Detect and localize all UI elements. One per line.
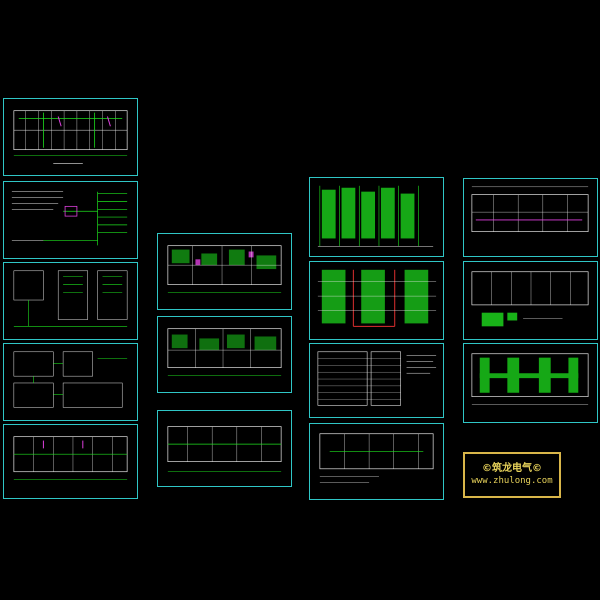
drawing-sheet-12[interactable] xyxy=(309,423,444,500)
floor-plan-drawing xyxy=(13,110,128,164)
drawing-sheet-3[interactable] xyxy=(3,262,138,340)
floor-plan-drawing xyxy=(167,426,282,472)
drawing-sheet-9[interactable] xyxy=(309,177,444,257)
floor-plan-drawing xyxy=(471,186,589,232)
floor-plan-drawing xyxy=(13,436,128,480)
drawing-sheet-4[interactable] xyxy=(3,343,138,421)
colored-floor-plan-drawing xyxy=(167,328,282,376)
drawing-sheet-7[interactable] xyxy=(157,316,292,393)
table-drawing xyxy=(317,351,437,406)
system-diagram-drawing xyxy=(13,351,128,408)
floor-plan-drawing xyxy=(319,433,434,483)
drawing-sheet-6[interactable] xyxy=(157,233,292,310)
logo-name: ©筑龙电气© xyxy=(482,463,542,474)
colored-floor-plan-drawing xyxy=(167,245,282,293)
floor-plan-drawing xyxy=(471,271,589,327)
drawing-sheet-13[interactable] xyxy=(463,178,598,257)
drawing-sheet-14[interactable] xyxy=(463,261,598,340)
drawing-sheet-2[interactable] xyxy=(3,181,138,259)
drawing-sheet-15[interactable] xyxy=(463,343,598,423)
logo-url: www.zhulong.com xyxy=(471,476,553,486)
system-diagram-drawing xyxy=(11,191,128,246)
riser-diagram-drawing xyxy=(317,269,437,327)
floor-plan-drawing xyxy=(471,353,589,405)
system-diagram-drawing xyxy=(13,270,128,327)
drawing-sheet-11[interactable] xyxy=(309,343,444,418)
riser-diagram-drawing xyxy=(317,185,434,247)
drawing-sheet-5[interactable] xyxy=(3,424,138,499)
drawing-sheet-8[interactable] xyxy=(157,410,292,487)
drawing-sheet-10[interactable] xyxy=(309,261,444,340)
zhulong-logo[interactable]: ©筑龙电气© www.zhulong.com xyxy=(463,452,561,498)
drawing-sheet-1[interactable] xyxy=(3,98,138,176)
